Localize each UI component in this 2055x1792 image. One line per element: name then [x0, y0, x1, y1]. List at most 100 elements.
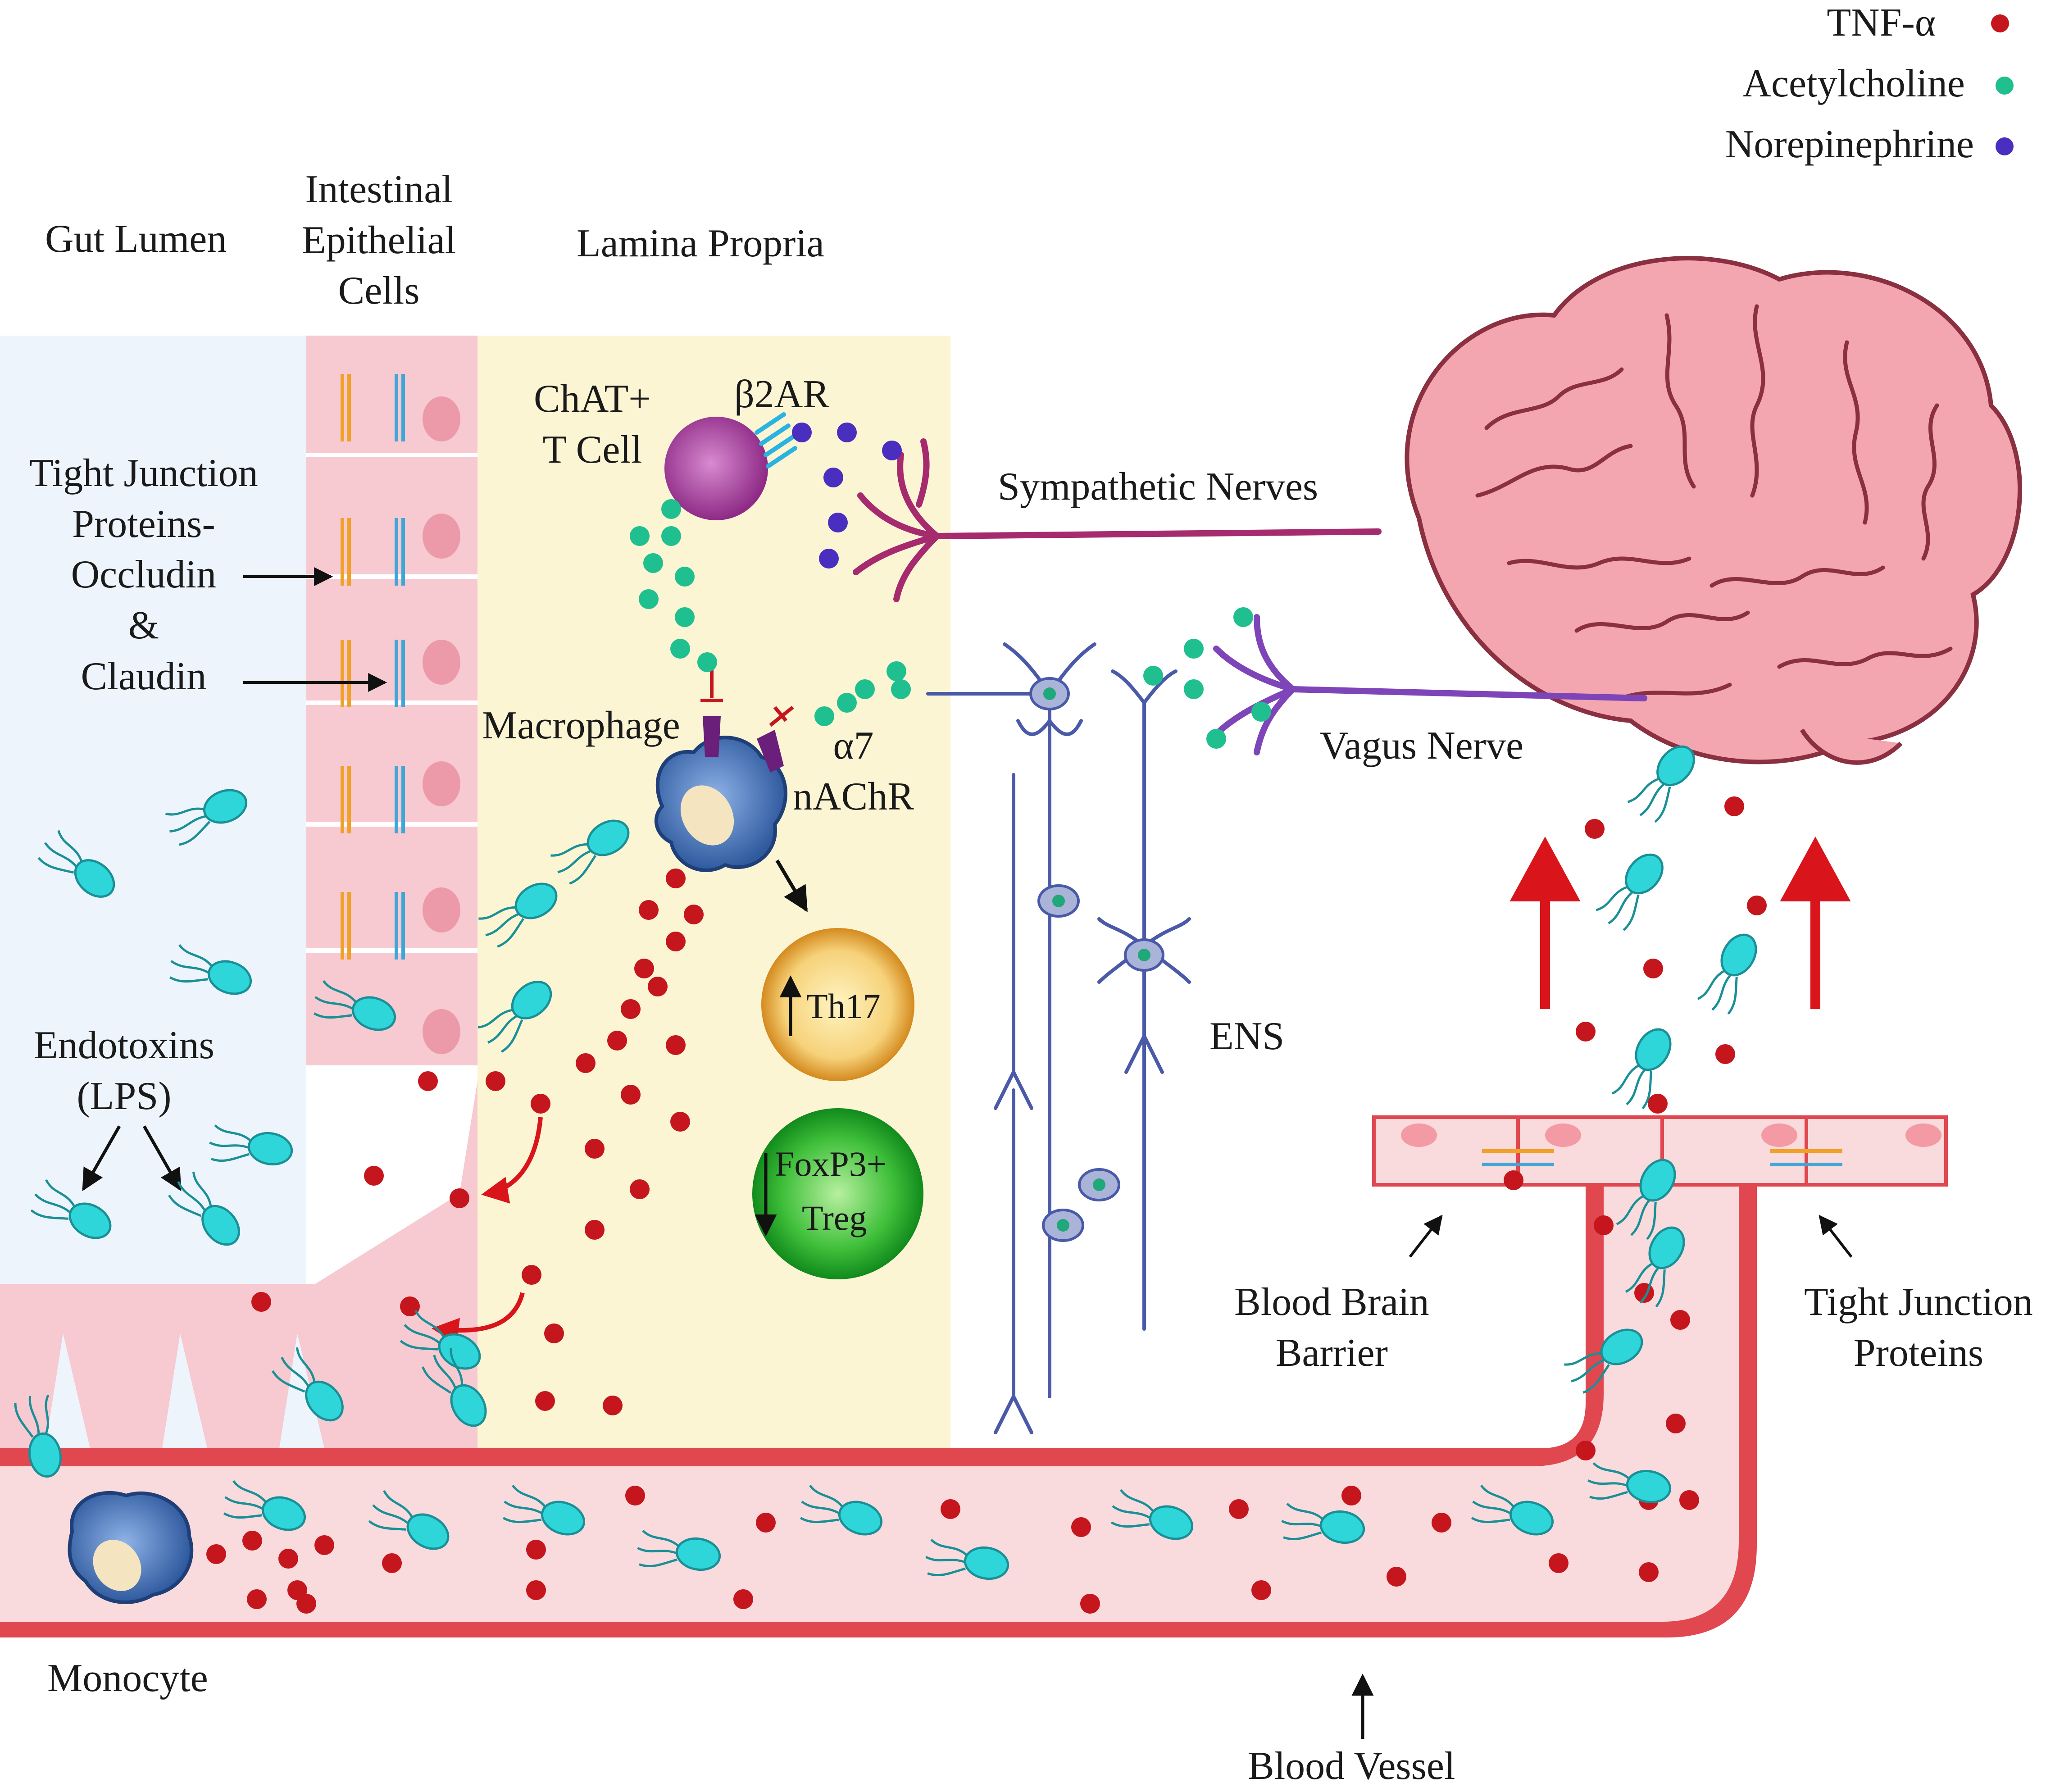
tnf-alpha-molecule	[666, 932, 686, 951]
bacterium	[477, 981, 552, 1053]
tnf-alpha-molecule	[544, 1324, 564, 1343]
red-curve-arrow-1	[481, 1117, 543, 1204]
tjp-line2: Proteins	[1853, 1331, 1984, 1375]
tnf-alpha-molecule	[1724, 796, 1744, 816]
acetylcholine-molecule	[1184, 639, 1204, 659]
norepinephrine-molecule	[823, 468, 843, 487]
acetylcholine-molecule	[855, 679, 875, 699]
bacterium	[1281, 1503, 1365, 1544]
macrophage	[655, 662, 794, 872]
blood-vessel-lumen	[0, 1167, 1739, 1622]
macrophage-label: Macrophage	[482, 704, 680, 747]
bacterium	[272, 1347, 344, 1422]
bbb-line2: Barrier	[1275, 1331, 1388, 1375]
acetylcholine-molecule	[891, 679, 911, 699]
tnf-alpha-molecule	[621, 1085, 641, 1105]
epithelial-heading-line1: Intestinal	[305, 168, 453, 211]
bacterium	[502, 1484, 586, 1536]
bacterium	[37, 830, 115, 898]
blood-brain-barrier-label: Blood Brain Barrier	[1234, 1277, 1429, 1378]
norepinephrine-molecule	[837, 423, 857, 442]
bacteria-layer	[14, 745, 1757, 1580]
norepinephrine-molecule	[792, 423, 812, 442]
tnf-alpha-molecule	[607, 1031, 627, 1051]
chat-t-cell-line1: ChAT+	[534, 377, 651, 421]
acetylcholine-molecule	[1184, 679, 1204, 699]
acetylcholine-molecule	[675, 607, 695, 627]
legend-dot-acetylcholine	[1996, 77, 2014, 95]
vagus-nerve-label: Vagus Nerve	[1320, 724, 1524, 768]
a7-nachr-label: α7 nAChR	[793, 721, 914, 822]
tnf-alpha-molecule	[1585, 819, 1605, 839]
bacterium	[165, 789, 248, 846]
endotoxins-line1: Endotoxins	[34, 1023, 214, 1067]
bacterium	[168, 1171, 240, 1246]
lamina-propria-heading: Lamina Propria	[577, 222, 824, 265]
bacterium	[1697, 933, 1757, 1015]
tnf-alpha-molecule	[666, 1035, 686, 1055]
tnf-alpha-molecule	[450, 1188, 469, 1208]
sympathetic-nerve	[853, 438, 1382, 602]
endotoxins-label: Endotoxins (LPS)	[34, 1020, 214, 1122]
tnf-alpha-molecule	[666, 869, 686, 888]
norepinephrine-molecule	[828, 513, 848, 532]
bacterium	[550, 819, 630, 885]
tnf-alpha-molecule	[1643, 959, 1663, 978]
bacterium	[1627, 745, 1695, 823]
tnf-alpha-molecule	[1648, 1094, 1668, 1114]
legend-label-norepinephrine: Norepinephrine	[1725, 123, 1974, 166]
monocyte-label: Monocyte	[47, 1656, 208, 1700]
bacterium	[1110, 1489, 1194, 1540]
tnf-alpha-molecule	[1715, 1044, 1735, 1064]
tnf-alpha-molecule	[1080, 1594, 1100, 1614]
enteric-nervous-system	[926, 642, 1191, 1434]
bacterium	[478, 882, 558, 948]
tnf-alpha-molecule	[418, 1071, 438, 1091]
tnf-alpha-molecule	[1670, 1310, 1690, 1330]
tnf-alpha-molecule	[1666, 1414, 1686, 1433]
acetylcholine-molecule	[1206, 729, 1226, 749]
gut-lumen-region	[0, 336, 306, 1448]
tnf-alpha-molecule	[296, 1594, 316, 1614]
endotoxins-line2: (LPS)	[77, 1074, 172, 1118]
acetylcholine-molecule	[887, 661, 906, 681]
tnf-alpha-molecule	[585, 1139, 605, 1159]
tnf-alpha-molecule	[486, 1071, 505, 1091]
bacterium	[400, 1310, 481, 1370]
chat-t-cell	[664, 412, 797, 520]
acetylcholine-molecule	[1143, 666, 1163, 686]
vagus-nerve	[1213, 614, 1647, 755]
tight-junction-proteins-label: Tight Junction Proteins	[1804, 1277, 2033, 1378]
th17-label: Th17	[806, 987, 881, 1026]
tnf-alpha-molecule	[1549, 1553, 1569, 1573]
tnf-alpha-molecule	[314, 1535, 334, 1555]
bacterium	[1596, 853, 1664, 931]
tnf-alpha-molecule	[1251, 1580, 1271, 1600]
tnf-alpha-molecule	[1576, 1441, 1596, 1460]
bacterium	[1587, 1462, 1672, 1504]
acetylcholine-molecule	[1251, 702, 1271, 722]
bacterium	[637, 1530, 721, 1571]
bacterium	[313, 980, 396, 1031]
macrophage-to-th17-arrow	[775, 859, 808, 912]
tnf-alpha-molecule	[941, 1499, 960, 1519]
ens-label: ENS	[1209, 1014, 1285, 1058]
tight-junction-line2: Proteins-	[72, 502, 215, 546]
tnf-alpha-molecule	[1747, 896, 1767, 915]
bacterium	[209, 1124, 293, 1166]
bacterium	[169, 944, 252, 995]
acetylcholine-molecule	[837, 693, 857, 713]
chat-t-cell-label: ChAT+ T Cell	[534, 374, 651, 475]
bacterium	[1625, 1226, 1685, 1308]
acetylcholine-molecule	[639, 589, 659, 609]
bacterium	[14, 1394, 62, 1478]
tnf-alpha-molecule	[648, 977, 668, 996]
tnf-alpha-molecule	[278, 1549, 298, 1569]
acetylcholine-molecule	[697, 652, 717, 672]
brain-entry-arrows	[1509, 837, 1851, 1009]
legend-dot-norepinephrine	[1996, 137, 2014, 155]
tnf-alpha-molecule	[1432, 1513, 1451, 1533]
th17-cell	[761, 928, 914, 1081]
